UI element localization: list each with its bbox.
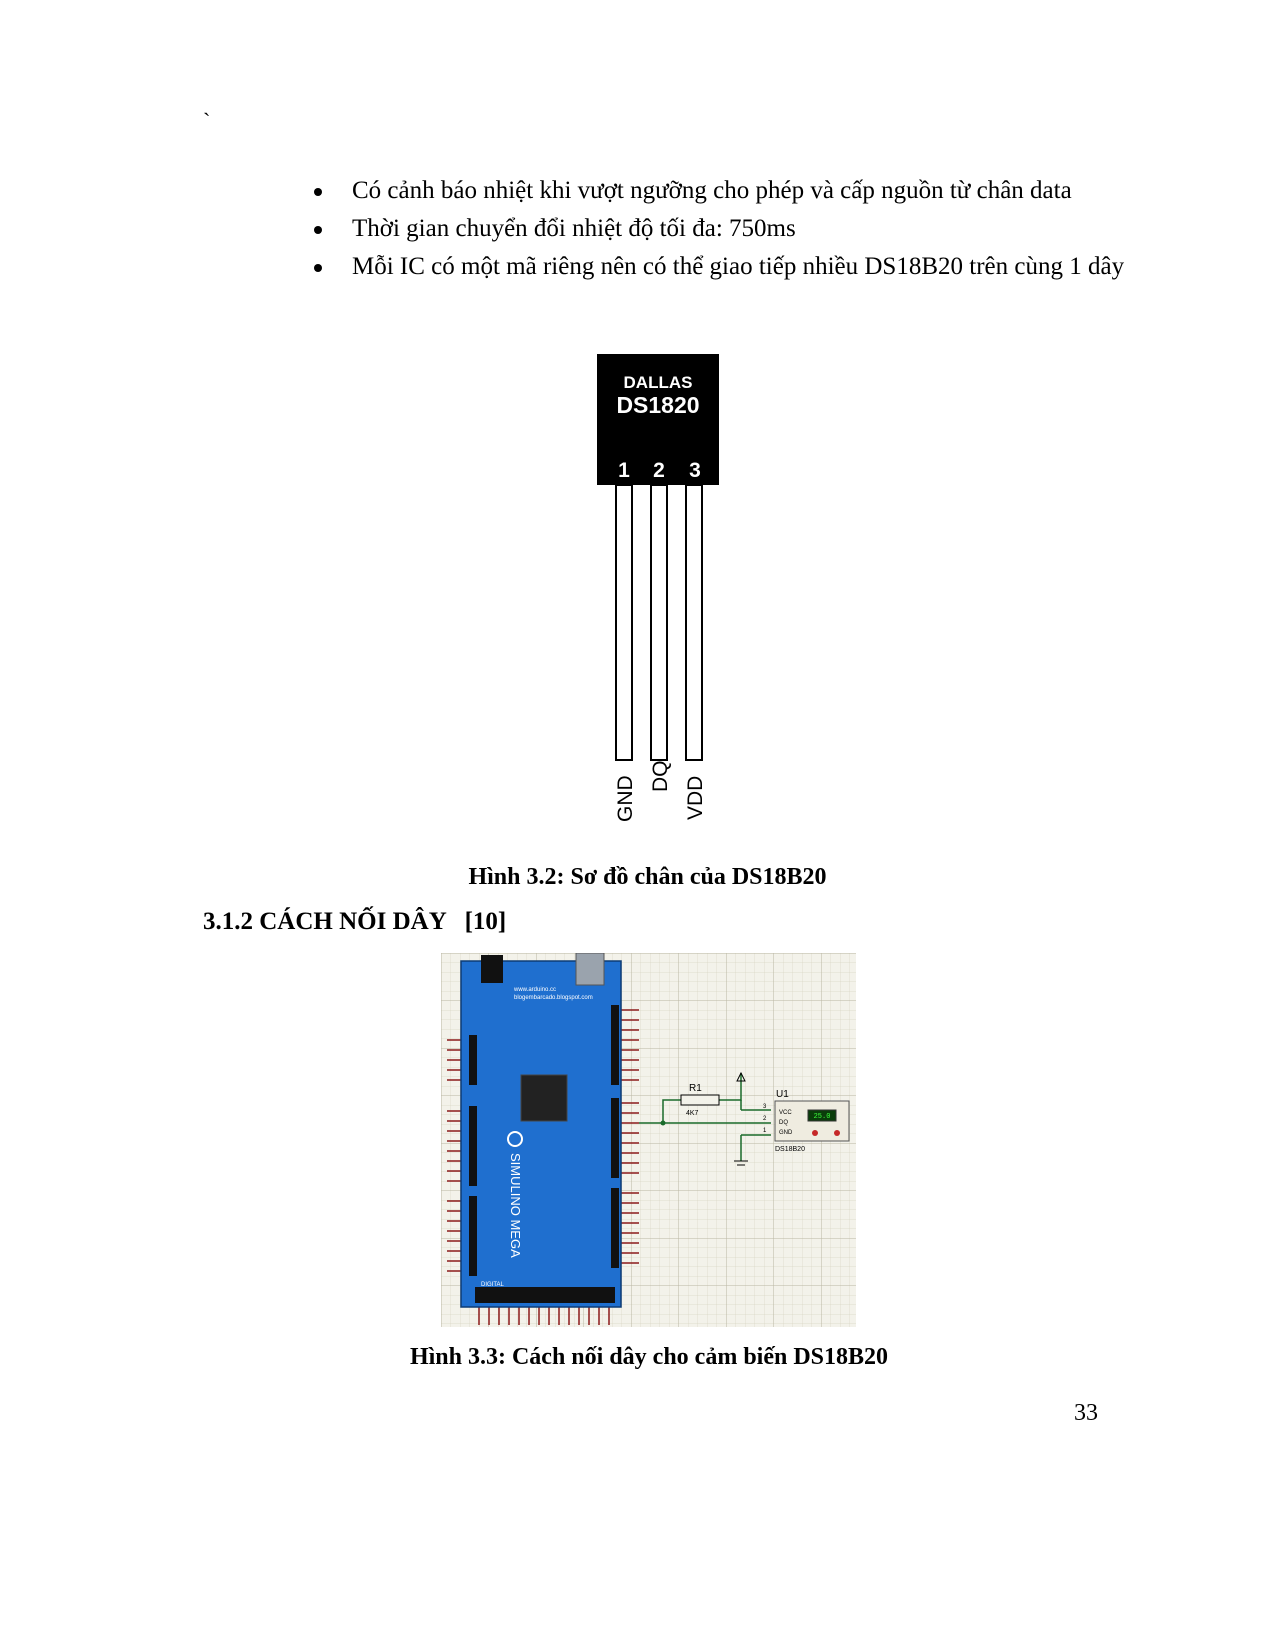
sensor-pin-number: 2 [763,1116,767,1122]
power-header [469,1035,477,1085]
pin-number: 2 [653,459,665,482]
pin-label-gnd: GND [614,775,637,822]
figure-3-2-caption: Hình 3.2: Sơ đồ chân của DS18B20 [468,864,827,890]
sensor-name: U1 [776,1089,789,1100]
sensor-pin-number: 1 [763,1128,767,1134]
resistor-r1 [680,1094,720,1106]
right-header-pins [619,1009,639,1264]
pwm-header [611,1005,619,1085]
board-url: www.arduino.cc [513,987,556,993]
chip-body [597,354,719,485]
usb-connector [575,953,605,986]
digital-header-a [611,1098,619,1178]
pin-label-dq: DQ [649,761,672,793]
sensor-reading: 25.0 [814,1113,831,1121]
board-name: SIMULINO MEGA [508,1153,523,1258]
chip-brand-label: DALLAS [624,373,693,392]
sensor-pin-label: VCC [779,1110,792,1116]
board-blog: blogembarcado.blogspot.com [514,995,593,1001]
sensor-display [807,1109,837,1122]
feature-bullet-list: Có cảnh báo nhiệt khi vượt ngưỡng cho ph… [310,172,1170,286]
sensor-pin-label: DQ [779,1120,788,1126]
section-heading: 3.1.2 CÁCH NỐI DÂY [10] [203,908,507,935]
page-number: 33 [1074,1400,1098,1426]
pin-lead-gnd [615,484,633,761]
digital-label: DIGITAL [481,1282,505,1288]
analog-header-b [469,1196,477,1276]
sensor-button-up [834,1130,840,1136]
analog-header-a [469,1106,477,1186]
ground-icon [734,1160,748,1166]
wiring-diagram-figure: www.arduino.cc blogembarcado.blogspot.co… [441,953,856,1327]
figure-3-3-caption: Hình 3.3: Cách nối dây cho cảm biến DS18… [409,1344,889,1370]
power-jack [481,955,503,983]
sensor-button-down [812,1130,818,1136]
digital-bottom-header [475,1287,615,1303]
sensor-part-label: DS18B20 [775,1146,805,1153]
ds18b20-pinout-figure: DALLAS DS1820 1 2 3 GND DQ VDD [597,354,719,822]
pin-lead-vdd [685,484,703,761]
bottom-header-pins [478,1305,610,1325]
sensor-pin-number: 3 [763,1104,767,1110]
vcc-terminal-icon [736,1071,746,1082]
chip-part-label: DS1820 [616,392,699,418]
resistor-left-wire [662,1099,681,1123]
junction-dot [660,1120,666,1126]
bullet-item: Mỗi IC có một mã riêng nên có thể giao t… [310,248,1170,286]
resistor-value: 4K7 [686,1110,699,1117]
bullet-item: Có cảnh báo nhiệt khi vượt ngưỡng cho ph… [310,172,1170,210]
resistor-name: R1 [689,1083,702,1094]
arduino-logo-icon [507,1131,523,1147]
pin-lead-dq [650,484,668,761]
arduino-mega-board [460,960,622,1308]
pin-label-vdd: VDD [684,776,707,820]
pin-number: 3 [689,459,701,482]
mcu-chip [520,1074,568,1122]
stray-tick-mark: ` [203,108,211,133]
sensor-pin-label: GND [779,1130,793,1136]
pin-number: 1 [618,459,630,482]
bullet-item: Thời gian chuyển đổi nhiệt độ tối đa: 75… [310,210,1170,248]
comm-header [611,1188,619,1268]
